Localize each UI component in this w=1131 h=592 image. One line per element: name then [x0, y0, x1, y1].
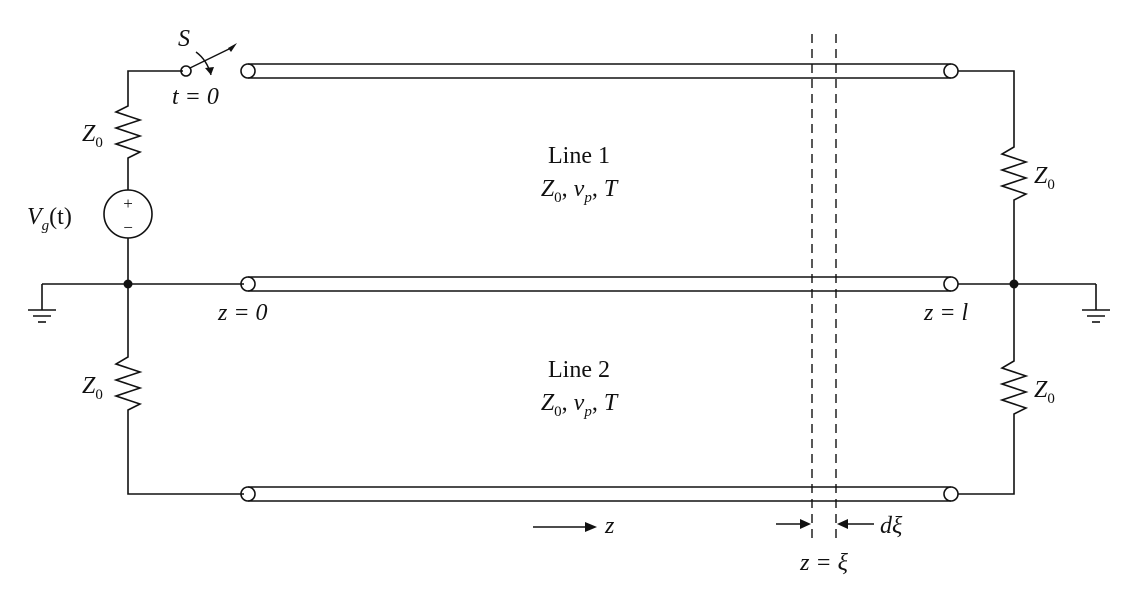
- load-lower-wire-b: [958, 422, 1015, 495]
- z-xi-label: z = ξ: [799, 550, 849, 576]
- z0-label-load-lower: Z0: [1034, 377, 1055, 407]
- line2-conductor: [240, 486, 959, 502]
- ground-icon-right: [1082, 284, 1110, 323]
- switch-time-label: t = 0: [172, 84, 219, 110]
- z0-label-load-upper: Z0: [1034, 163, 1055, 193]
- z-end-label: z = l: [923, 300, 969, 326]
- switch-contact-icon: [180, 65, 192, 77]
- switch-name: S: [178, 26, 190, 52]
- load-upper-resistor: [999, 140, 1029, 208]
- z-start-label: z = 0: [217, 300, 268, 326]
- load-top-wire: [958, 70, 1015, 140]
- switch-s: S t = 0: [172, 26, 237, 110]
- source-plus: +: [123, 194, 133, 213]
- lower-left-wire-b: [127, 418, 244, 495]
- source-network: + −: [28, 70, 244, 495]
- line1-params: Z0, vp, T: [541, 176, 619, 206]
- source-minus: −: [123, 218, 133, 237]
- load-lower-resistor: [999, 354, 1029, 422]
- line2-title: Line 2: [548, 357, 610, 383]
- source-top-wire: [127, 70, 183, 100]
- z-axis-label: z: [604, 513, 615, 539]
- lower-left-resistor: [113, 350, 143, 418]
- z0-label-lower-left: Z0: [82, 373, 103, 403]
- line2-params: Z0, vp, T: [541, 390, 619, 420]
- switch-blade: [189, 48, 230, 69]
- load-network: [958, 70, 1110, 495]
- line1-title: Line 1: [548, 143, 610, 169]
- ground-icon-left: [28, 284, 56, 323]
- z0-label-source: Z0: [82, 121, 103, 151]
- z-axis-arrow-icon: [533, 522, 597, 532]
- d-xi-label: dξ: [880, 513, 903, 539]
- source-label: Vg(t): [27, 204, 72, 234]
- slice-dxi: [776, 34, 874, 540]
- middle-conductor: [240, 276, 959, 292]
- source-resistor: [113, 100, 143, 190]
- line1-conductor: [240, 63, 959, 79]
